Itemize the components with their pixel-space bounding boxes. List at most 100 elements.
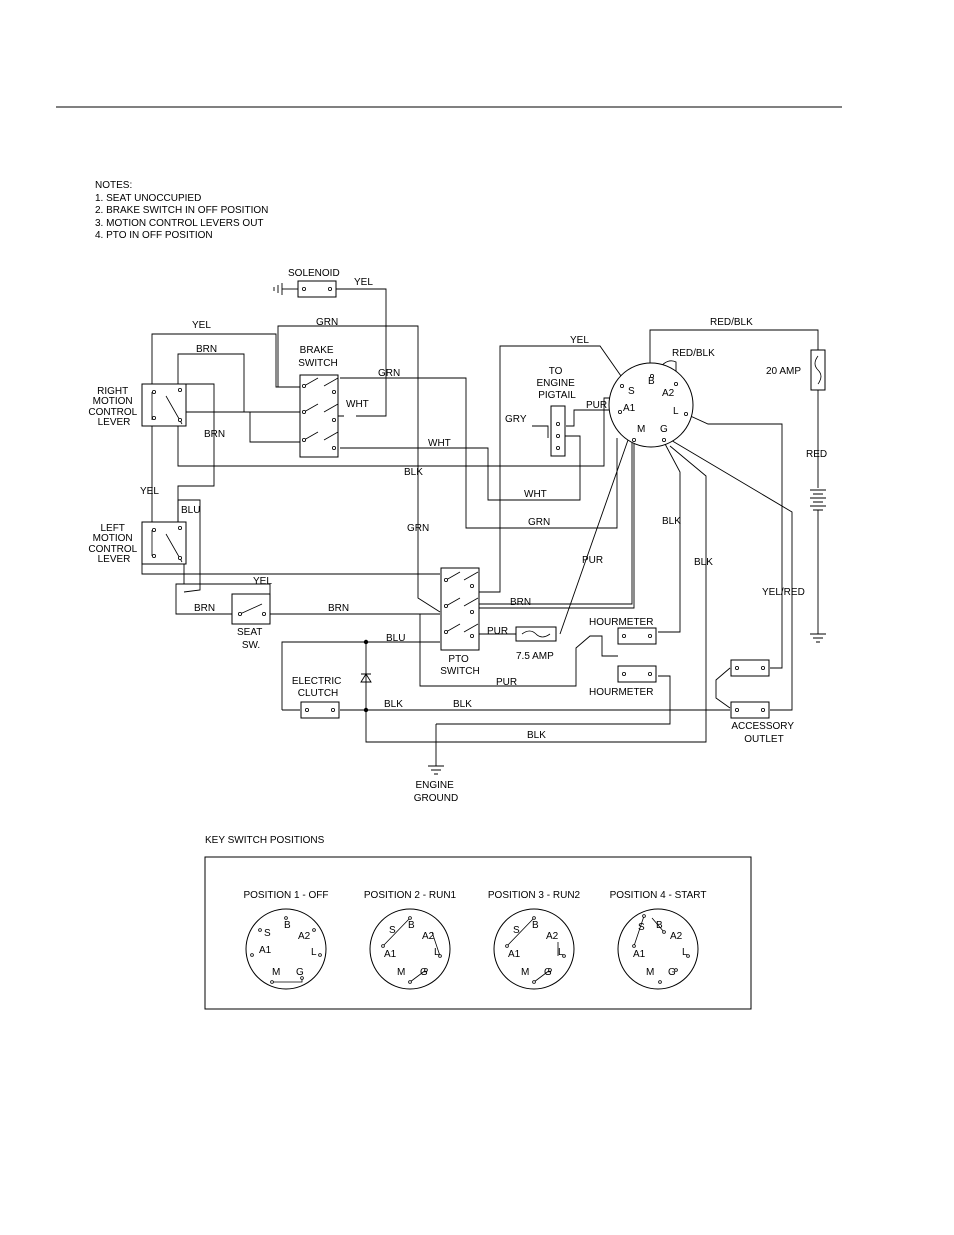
wire-label: WHT xyxy=(524,489,547,500)
key-switch-main: S B A2 A1 L M G xyxy=(608,362,694,448)
wire-blk-right xyxy=(663,435,793,711)
wire-label: BLU xyxy=(181,505,200,516)
svg-text:A2: A2 xyxy=(422,931,435,942)
wire-label: BLK xyxy=(694,557,713,568)
svg-text:S: S xyxy=(389,925,396,936)
accessory-label: ACCESSORY OUTLET xyxy=(731,721,796,745)
hourmeter-bottom-box xyxy=(617,665,657,683)
pigtail-box xyxy=(550,405,566,457)
position-label: POSITION 4 - START xyxy=(610,890,707,901)
svg-text:A1: A1 xyxy=(508,949,521,960)
engine-ground-label: ENGINE GROUND xyxy=(414,780,458,804)
wire-label: WHT xyxy=(428,438,451,449)
left-lever-label: LEFT MOTION CONTROL LEVER xyxy=(88,523,139,565)
fuse-75-label: 7.5 AMP xyxy=(516,651,554,662)
wire-labels: YEL GRN YEL BRN GRN WHT BRN WHT BLK WHT … xyxy=(140,277,827,741)
svg-text:B: B xyxy=(532,920,539,931)
note-item: 1. SEAT UNOCCUPIED xyxy=(95,192,202,204)
svg-text:G: G xyxy=(544,967,552,978)
wire-blk-hour xyxy=(436,675,671,725)
svg-text:M: M xyxy=(397,967,405,978)
svg-text:B: B xyxy=(656,920,663,931)
wire-label: GRN xyxy=(378,368,400,379)
wires xyxy=(141,288,819,766)
wire-label: BLK xyxy=(662,516,681,527)
svg-text:L: L xyxy=(311,947,317,958)
wire-red-blk xyxy=(649,329,819,370)
hourmeter-top: HOURMETER xyxy=(589,617,657,645)
svg-text:B: B xyxy=(408,920,415,931)
key-terminal-m: M xyxy=(637,424,645,435)
pto-switch-label: PTO SWITCH xyxy=(440,654,479,677)
wire-pur-key xyxy=(566,409,618,427)
key-switch-circle xyxy=(608,362,694,448)
position-label: POSITION 3 - RUN2 xyxy=(488,890,581,901)
svg-text:A2: A2 xyxy=(546,931,559,942)
wire-wht-mid xyxy=(184,411,581,501)
brake-switch-label: BRAKE SWITCH xyxy=(298,345,337,369)
key-terminal-l: L xyxy=(673,406,679,417)
pto-switch: PTO SWITCH xyxy=(440,567,480,677)
wire-label: PUR xyxy=(582,555,603,566)
fuse-20-label: 20 AMP xyxy=(766,366,801,377)
svg-text:G: G xyxy=(296,967,304,978)
wire-pur-bottom xyxy=(419,614,618,687)
wire-label: PUR xyxy=(586,400,607,411)
notes-block: NOTES: 1. SEAT UNOCCUPIED 2. BRAKE SWITC… xyxy=(95,180,268,243)
solenoid-label: SOLENOID xyxy=(288,268,340,279)
svg-text:S: S xyxy=(513,925,520,936)
svg-text:S: S xyxy=(638,922,645,933)
svg-text:B: B xyxy=(284,920,291,931)
key-terminal-s: S xyxy=(628,386,635,397)
brake-switch: BRAKE SWITCH xyxy=(298,345,339,458)
wire-label: YEL xyxy=(354,277,373,288)
notes-heading: NOTES: xyxy=(95,180,133,191)
svg-text:A1: A1 xyxy=(384,949,397,960)
wire-label: BLK xyxy=(453,699,472,710)
note-item: 4. PTO IN OFF POSITION xyxy=(95,230,213,242)
wire-label: BRN xyxy=(328,603,349,614)
left-motion-lever: LEFT MOTION CONTROL LEVER xyxy=(88,521,187,565)
note-item: 2. BRAKE SWITCH IN OFF POSITION xyxy=(95,205,269,217)
key-terminal-g: G xyxy=(660,424,668,435)
wire-label: YEL xyxy=(253,576,272,587)
wire-label: WHT xyxy=(346,399,369,410)
seat-switch: SEAT SW. xyxy=(231,593,271,651)
svg-text:L: L xyxy=(682,947,688,958)
wire-gry xyxy=(532,425,549,438)
wire-blu-low xyxy=(281,641,440,710)
engine-pigtail: TO ENGINE PIGTAIL xyxy=(536,366,577,457)
wire-yel-red xyxy=(685,413,783,669)
junction-dot xyxy=(363,707,369,713)
wire-label: BLK xyxy=(527,730,546,741)
solenoid-box xyxy=(297,280,337,298)
wire-brn-seat xyxy=(175,560,440,615)
solenoid: SOLENOID xyxy=(273,268,340,298)
wire-label: PUR xyxy=(496,677,517,688)
pigtail-label: TO ENGINE PIGTAIL xyxy=(536,366,577,401)
solenoid-ground-icon xyxy=(273,283,283,295)
accessory-outlet: ACCESSORY OUTLET xyxy=(730,659,796,745)
position-label: POSITION 2 - RUN1 xyxy=(364,890,457,901)
svg-text:S: S xyxy=(264,928,271,939)
wire-label: GRN xyxy=(407,523,429,534)
svg-text:A2: A2 xyxy=(298,931,311,942)
hourmeter-bottom-label: HOURMETER xyxy=(589,687,653,698)
wire-label: YEL xyxy=(140,486,159,497)
wire-label: YEL/RED xyxy=(762,587,805,598)
wire-grn-top xyxy=(277,325,419,572)
wire-yel-key xyxy=(478,345,629,593)
wire-blu-diode xyxy=(365,642,436,743)
clutch-box xyxy=(300,701,340,719)
svg-text:L: L xyxy=(434,947,440,958)
svg-text:A1: A1 xyxy=(633,949,646,960)
wire-label: RED xyxy=(806,449,827,460)
accessory-upper-box xyxy=(730,659,770,677)
electric-clutch: ELECTRIC CLUTCH xyxy=(292,676,341,719)
wire-brn-pto xyxy=(478,438,635,609)
hourmeter-bottom: HOURMETER xyxy=(589,665,657,698)
